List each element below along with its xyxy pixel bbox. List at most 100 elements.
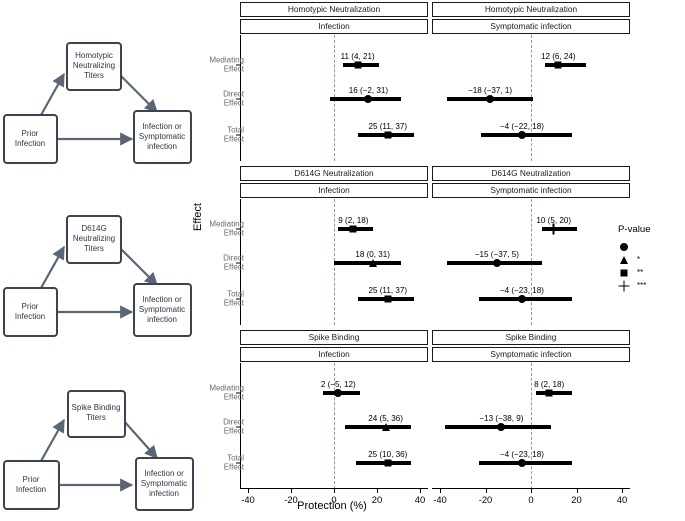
x-axis-title: Protection (%) xyxy=(297,500,367,512)
node-exposure-line1: Prior xyxy=(22,302,39,311)
node-mediator-box xyxy=(66,42,122,91)
confidence-interval-bar xyxy=(323,391,360,395)
confidence-interval-bar xyxy=(444,425,552,429)
marker-circle xyxy=(517,131,526,139)
x-tick xyxy=(576,489,578,493)
y-axis-title: Effect xyxy=(192,203,204,231)
confidence-interval-bar xyxy=(480,133,572,137)
marker-triangle xyxy=(368,259,377,267)
marker-plus xyxy=(618,280,630,292)
d614g-diagram-svg: D614G Neutralizing Titers Prior Infectio… xyxy=(3,215,192,337)
legend-item-square: ** xyxy=(618,267,684,279)
reference-line-zero xyxy=(531,35,532,161)
legend-title: P-value xyxy=(618,224,651,235)
legend-item-circle xyxy=(618,241,684,253)
node-outcome-line2: Symptomatic xyxy=(139,132,185,141)
panel-strip-assay: Homotypic Neutralization xyxy=(432,2,630,17)
y-axis-spine xyxy=(240,35,241,161)
y-tick-mark xyxy=(236,462,240,464)
node-outcome-line2: Symptomatic xyxy=(141,479,187,488)
reference-line-zero xyxy=(531,199,532,325)
legend-glyph-triangle-icon xyxy=(618,254,632,266)
estimate-label: −13 (−38, 9) xyxy=(479,414,524,423)
node-outcome-line1: Infection or xyxy=(144,469,184,478)
node-mediator-line1: D614G xyxy=(81,224,106,233)
x-tick-label: 20 xyxy=(571,494,582,505)
node-mediator-box xyxy=(66,215,122,264)
marker-square xyxy=(384,295,392,303)
marker-circle xyxy=(492,259,501,267)
node-mediator-line2: Neutralizing xyxy=(73,61,115,70)
confidence-interval-bar xyxy=(535,391,572,395)
y-axis-spine xyxy=(240,199,241,325)
estimate-label: −4 (−23, 18) xyxy=(499,450,544,459)
x-tick-label: 0 xyxy=(528,494,534,505)
legend-item-triangle: * xyxy=(618,254,684,266)
node-exposure-line1: Prior xyxy=(23,475,40,484)
confidence-interval-bar xyxy=(338,227,373,231)
x-tick xyxy=(248,489,249,493)
confidence-interval-bar xyxy=(357,133,414,137)
panel-canvas: 10 (5, 20)−15 (−37, 5)−4 (−23, 18) xyxy=(432,199,630,325)
node-mediator-line1: Spike Binding xyxy=(72,403,121,412)
y-tick-mark xyxy=(236,64,240,66)
node-exposure-box xyxy=(3,114,58,164)
estimate-label: 11 (4, 21) xyxy=(340,52,375,61)
marker-circle xyxy=(364,95,373,103)
y-tick-mark xyxy=(236,392,240,394)
node-mediator-line3: Titers xyxy=(84,71,104,80)
confidence-interval-bar xyxy=(329,97,401,101)
node-exposure-line2: Infection xyxy=(15,312,45,321)
estimate-label: 24 (5, 36) xyxy=(368,414,403,423)
marker-circle xyxy=(334,389,343,397)
panel-strip-assay: Spike Binding xyxy=(240,330,428,345)
legend-item-plus: *** xyxy=(618,280,684,292)
y-tick-mark xyxy=(236,228,240,230)
legend-glyph-plus-icon xyxy=(618,280,632,292)
estimate-label: −18 (−37, 1) xyxy=(467,86,513,95)
node-mediator-line1: Homotypic xyxy=(75,51,113,60)
y-tick-mark xyxy=(236,262,240,264)
node-mediator-line2: Titers xyxy=(86,413,106,422)
node-exposure-line1: Prior xyxy=(22,129,39,138)
y-tick-mark xyxy=(236,98,240,100)
homotypic-diagram: Homotypic Neutralizing Titers Prior Infe… xyxy=(0,2,232,175)
panel-strip-outcome: Infection xyxy=(240,346,428,362)
confidence-interval-bar xyxy=(344,425,412,429)
x-axis-line xyxy=(240,488,428,489)
arrow-mediator-outcome xyxy=(119,74,158,113)
marker-square xyxy=(354,61,362,69)
confidence-interval-bar xyxy=(342,63,380,67)
marker-square xyxy=(349,225,357,233)
legend-item-label: * xyxy=(637,255,641,264)
x-tick xyxy=(485,489,487,493)
node-exposure-line2: Infection xyxy=(15,139,45,148)
marker-plus xyxy=(548,223,560,235)
panel-strip-assay: D614G Neutralization xyxy=(240,166,428,181)
arrow-mediator-outcome xyxy=(123,420,158,459)
legend-glyph-square-icon xyxy=(618,267,632,279)
node-outcome-line1: Infection or xyxy=(142,122,182,131)
estimate-label: 18 (0, 31) xyxy=(355,250,391,259)
panel-strip-outcome: Infection xyxy=(240,182,428,198)
panel-strip-assay: Homotypic Neutralization xyxy=(240,2,428,17)
x-tick-label: -20 xyxy=(478,494,493,505)
marker-circle xyxy=(517,459,526,467)
marker-circle xyxy=(486,95,495,103)
estimate-label: 9 (2, 18) xyxy=(338,216,369,225)
marker-triangle xyxy=(381,423,390,431)
y-tick-mark xyxy=(236,426,240,428)
legend: P-value ****** xyxy=(618,224,684,293)
estimate-label: 10 (5, 20) xyxy=(536,216,572,225)
marker-circle xyxy=(497,423,506,431)
marker-circle xyxy=(517,295,526,303)
estimate-label: 8 (2, 18) xyxy=(534,380,565,389)
marker-square xyxy=(384,459,392,467)
